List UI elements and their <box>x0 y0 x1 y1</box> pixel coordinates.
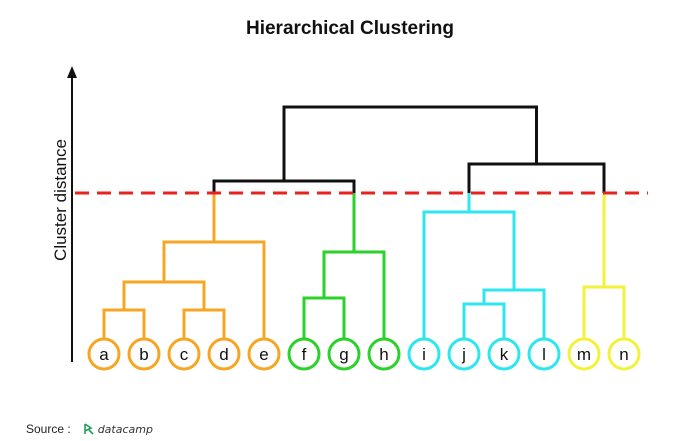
leaf-circle <box>247 337 281 371</box>
merge-c-d <box>182 308 226 339</box>
leaf-node-i: i <box>407 337 441 371</box>
leaf-label: h <box>379 345 388 364</box>
leaf-node-a: a <box>87 337 121 371</box>
leaf-label: m <box>577 345 591 364</box>
leaf-node-g: g <box>327 337 361 371</box>
merge-orange-green <box>212 179 356 193</box>
leaf-node-d: d <box>207 337 241 371</box>
merge-ab-cd <box>122 280 206 310</box>
leaf-node-k: k <box>487 337 521 371</box>
leaf-circle <box>287 337 321 371</box>
datacamp-logo: datacamp <box>83 423 153 436</box>
leaf-circle <box>167 337 201 371</box>
leaf-label: c <box>180 345 189 364</box>
y-axis-label: Cluster distance <box>51 139 70 261</box>
merge-root <box>282 105 538 181</box>
merge-abcd-e <box>162 240 266 339</box>
leaf-circle <box>327 337 361 371</box>
leaf-node-b: b <box>127 337 161 371</box>
leaf-label: k <box>500 345 509 364</box>
brand-name: datacamp <box>97 422 153 436</box>
leaf-label: i <box>422 345 426 364</box>
leaf-circle <box>367 337 401 371</box>
dendrogram-links <box>102 105 626 339</box>
merge-a-b <box>102 308 146 339</box>
leaf-nodes: a b c d e f g h i j k l m n <box>87 337 641 371</box>
source-credit: Source : datacamp <box>26 422 153 436</box>
leaf-label: j <box>461 345 466 364</box>
leaf-node-e: e <box>247 337 281 371</box>
datacamp-logo-icon <box>83 423 94 435</box>
merge-j-k <box>462 302 506 339</box>
leaf-circle <box>607 337 641 371</box>
merge-cyan-yellow <box>467 162 606 193</box>
leaf-circle <box>87 337 121 371</box>
leaf-node-j: j <box>447 337 481 371</box>
merge-jk-l <box>482 288 546 339</box>
merge-fg-h <box>322 250 386 339</box>
leaf-circle <box>127 337 161 371</box>
leaf-label: e <box>259 345 268 364</box>
merge-f-g <box>302 296 346 339</box>
leaf-node-f: f <box>287 337 321 371</box>
leaf-label: a <box>99 345 109 364</box>
leaf-label: l <box>542 345 546 364</box>
dendrogram: Cluster distance a b c d e f g h i j k l m n <box>51 66 648 371</box>
leaf-circle <box>447 337 481 371</box>
y-axis-arrow-icon <box>67 66 77 78</box>
leaf-circle <box>487 337 521 371</box>
leaf-label: f <box>302 345 307 364</box>
merge-m-n <box>582 285 626 339</box>
leaf-label: n <box>619 345 628 364</box>
leaf-label: d <box>219 345 228 364</box>
leaf-circle <box>567 337 601 371</box>
leaf-circle <box>407 337 441 371</box>
leaf-label: b <box>139 345 148 364</box>
merge-i-jkl <box>422 210 516 339</box>
leaf-node-h: h <box>367 337 401 371</box>
leaf-circle <box>527 337 561 371</box>
leaf-circle <box>207 337 241 371</box>
leaf-node-m: m <box>567 337 601 371</box>
leaf-label: g <box>339 345 348 364</box>
source-label: Source : <box>26 422 71 436</box>
leaf-node-c: c <box>167 337 201 371</box>
leaf-node-l: l <box>527 337 561 371</box>
leaf-node-n: n <box>607 337 641 371</box>
diagram-title: Hierarchical Clustering <box>245 18 455 39</box>
